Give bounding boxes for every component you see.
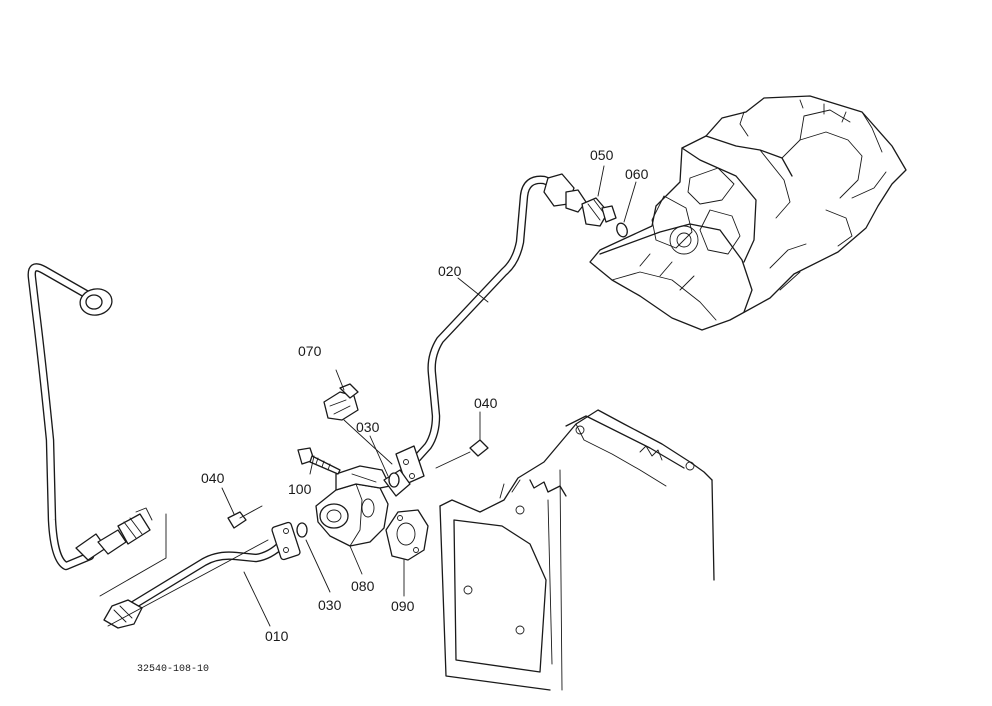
part-labels: 010 020 030 030 040 040 050 060 070 080 … — [201, 147, 649, 644]
label-030-upper: 030 — [356, 419, 380, 435]
o-ring-030-upper[interactable] — [388, 472, 400, 488]
connector-050[interactable] — [581, 197, 617, 227]
label-020: 020 — [438, 263, 462, 279]
sensor-070[interactable] — [323, 383, 393, 465]
o-ring-030-lower[interactable] — [296, 522, 308, 538]
label-010: 010 — [265, 628, 289, 644]
bolt-040-left[interactable] — [227, 505, 263, 529]
label-070: 070 — [298, 343, 322, 359]
drawing-code: 32540-108-10 — [137, 664, 209, 675]
label-080: 080 — [351, 578, 375, 594]
bolt-040-right[interactable] — [435, 439, 489, 469]
pipe-010[interactable] — [103, 521, 301, 629]
label-040-right: 040 — [474, 395, 498, 411]
label-100: 100 — [288, 481, 312, 497]
left-return-pipe[interactable] — [27, 263, 153, 571]
engine-block-drawing — [439, 409, 715, 691]
pipe-020[interactable] — [395, 173, 587, 485]
pump-body-drawing — [589, 95, 907, 331]
leader-lines — [99, 165, 637, 627]
o-ring-060[interactable] — [615, 222, 629, 239]
gasket-090[interactable] — [385, 509, 429, 561]
label-060: 060 — [625, 166, 649, 182]
label-030-lower: 030 — [318, 597, 342, 613]
label-040-left: 040 — [201, 470, 225, 486]
bolt-100[interactable] — [297, 447, 341, 475]
label-050: 050 — [590, 147, 614, 163]
label-090: 090 — [391, 598, 415, 614]
